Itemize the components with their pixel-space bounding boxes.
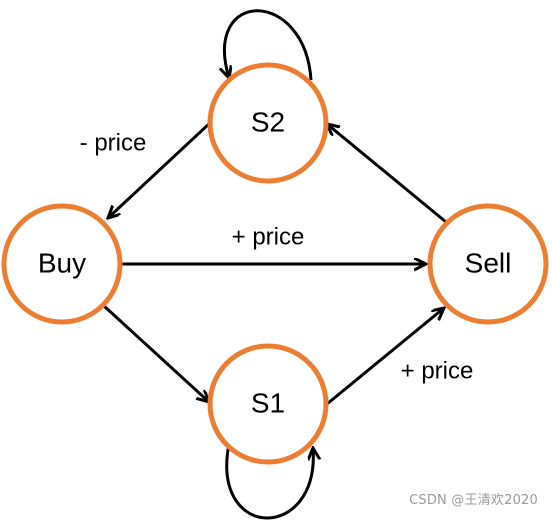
node-buy-circle	[1, 203, 123, 325]
node-buy-label: Buy	[38, 247, 86, 278]
node-sell-circle	[427, 203, 549, 325]
edge-s2-self-loop	[224, 9, 313, 80]
edge-label-buy-to-sell: + price	[232, 223, 305, 250]
edge-s1-to-sell	[326, 308, 444, 406]
node-s2-label: S2	[251, 106, 285, 137]
node-s2: S2	[207, 62, 329, 184]
node-sell: Sell	[427, 203, 549, 325]
edge-s2-to-buy	[108, 120, 213, 218]
edge-s1-self-loop	[225, 443, 314, 520]
node-sell-label: Sell	[465, 247, 512, 278]
watermark: CSDN @王清欢2020	[409, 493, 538, 508]
node-s1: S1	[207, 343, 329, 465]
node-s2-circle	[207, 62, 329, 184]
edge-label-s2-to-buy: - price	[80, 129, 147, 156]
edge-buy-to-s1	[102, 304, 209, 402]
node-buy: Buy	[1, 203, 123, 325]
edge-label-s1-to-sell: + price	[401, 357, 474, 384]
node-s1-circle	[207, 343, 329, 465]
node-s1-label: S1	[251, 387, 285, 418]
edge-sell-to-s2	[327, 124, 447, 224]
